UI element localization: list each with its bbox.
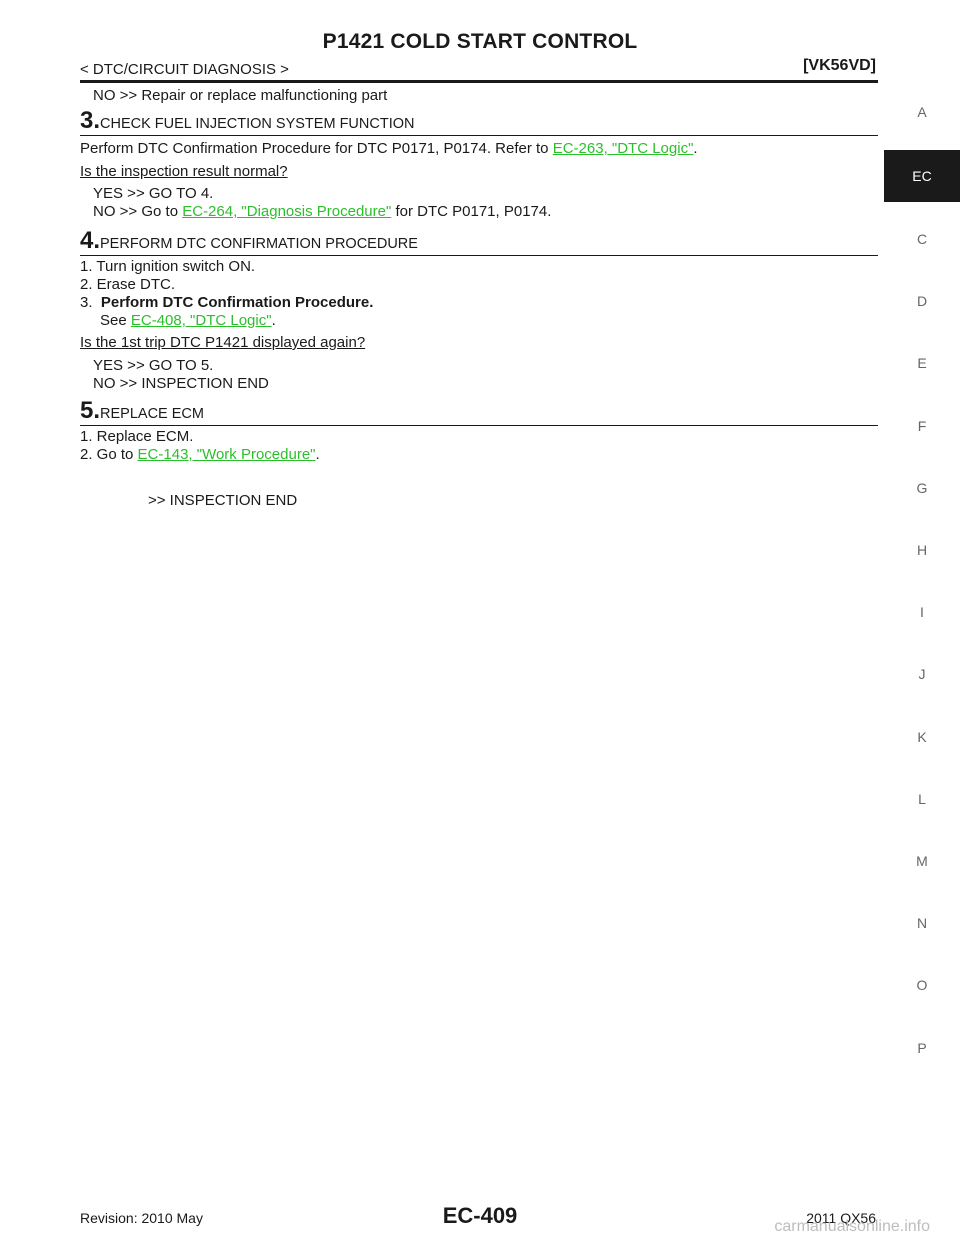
- step-4-yes: YES >> GO TO 5.: [93, 357, 214, 374]
- side-tab-i[interactable]: I: [920, 604, 924, 620]
- revision-date: Revision: 2010 May: [80, 1210, 203, 1226]
- watermark: carmanualsonline.info: [774, 1218, 930, 1235]
- side-tab-o[interactable]: O: [916, 977, 928, 993]
- step-3-yes: YES >> GO TO 4.: [93, 185, 214, 202]
- step-4-heading: 4.PERFORM DTC CONFIRMATION PROCEDURE: [80, 227, 418, 255]
- step-title: PERFORM DTC CONFIRMATION PROCEDURE: [100, 236, 418, 252]
- step-rule: [80, 135, 878, 136]
- step-number: 5.: [80, 397, 101, 424]
- section-label: < DTC/CIRCUIT DIAGNOSIS >: [80, 61, 289, 78]
- side-tab-g[interactable]: G: [916, 480, 928, 496]
- page-title: P1421 COLD START CONTROL: [322, 30, 638, 53]
- side-tab-n[interactable]: N: [916, 915, 928, 931]
- step-number: 3.: [80, 107, 101, 134]
- link-ec-264[interactable]: EC-264, "Diagnosis Procedure": [182, 203, 392, 220]
- step-rule: [80, 425, 878, 426]
- step-4-see: See EC-408, "DTC Logic".: [100, 312, 276, 329]
- side-tab-ec[interactable]: EC: [884, 150, 960, 202]
- step-rule: [80, 255, 878, 256]
- step-5-end: >> INSPECTION END: [148, 492, 298, 509]
- side-tab-c[interactable]: C: [916, 231, 928, 247]
- step-title: REPLACE ECM: [100, 406, 204, 422]
- page-number: EC-409: [442, 1203, 518, 1228]
- step-4-item-3: 3. Perform DTC Confirmation Procedure.: [80, 294, 374, 311]
- header-rule: [80, 80, 878, 83]
- step-4-no: NO >> INSPECTION END: [93, 375, 269, 392]
- side-tab-m[interactable]: M: [916, 853, 928, 869]
- step-4-question: Is the 1st trip DTC P1421 displayed agai…: [80, 334, 366, 351]
- link-ec-143[interactable]: EC-143, "Work Procedure": [137, 446, 316, 463]
- side-tab-j[interactable]: J: [918, 666, 926, 682]
- step-title: CHECK FUEL INJECTION SYSTEM FUNCTION: [100, 116, 415, 132]
- step-5-item-1: 1. Replace ECM.: [80, 428, 194, 445]
- step-number: 4.: [80, 227, 101, 254]
- model-year: 2011 QX56: [806, 1210, 876, 1226]
- repair-line: NO >> Repair or replace malfunctioning p…: [93, 87, 388, 104]
- step-3-text: Perform DTC Confirmation Procedure for D…: [80, 140, 698, 157]
- side-tab-k[interactable]: K: [917, 729, 927, 745]
- side-tab-a[interactable]: A: [917, 104, 927, 120]
- side-tab-d[interactable]: D: [916, 293, 928, 309]
- side-tab-h[interactable]: H: [916, 542, 928, 558]
- step-5-item-2: 2. Go to EC-143, "Work Procedure".: [80, 446, 320, 463]
- step-5-heading: 5.REPLACE ECM: [80, 397, 204, 425]
- link-ec-408[interactable]: EC-408, "DTC Logic": [130, 312, 272, 329]
- step-4-item-1: 1. Turn ignition switch ON.: [80, 258, 256, 275]
- side-tab-e[interactable]: E: [917, 355, 927, 371]
- side-tab-f[interactable]: F: [917, 418, 927, 434]
- step-3-question: Is the inspection result normal?: [80, 163, 288, 180]
- link-ec-263[interactable]: EC-263, "DTC Logic": [552, 140, 694, 157]
- step-3-heading: 3.CHECK FUEL INJECTION SYSTEM FUNCTION: [80, 107, 414, 135]
- engine-code: [VK56VD]: [803, 57, 876, 74]
- step-3-no: NO >> Go to EC-264, "Diagnosis Procedure…: [93, 203, 552, 220]
- step-4-item-2: 2. Erase DTC.: [80, 276, 176, 293]
- side-tab-l[interactable]: L: [918, 791, 926, 807]
- side-tab-p[interactable]: P: [917, 1040, 927, 1056]
